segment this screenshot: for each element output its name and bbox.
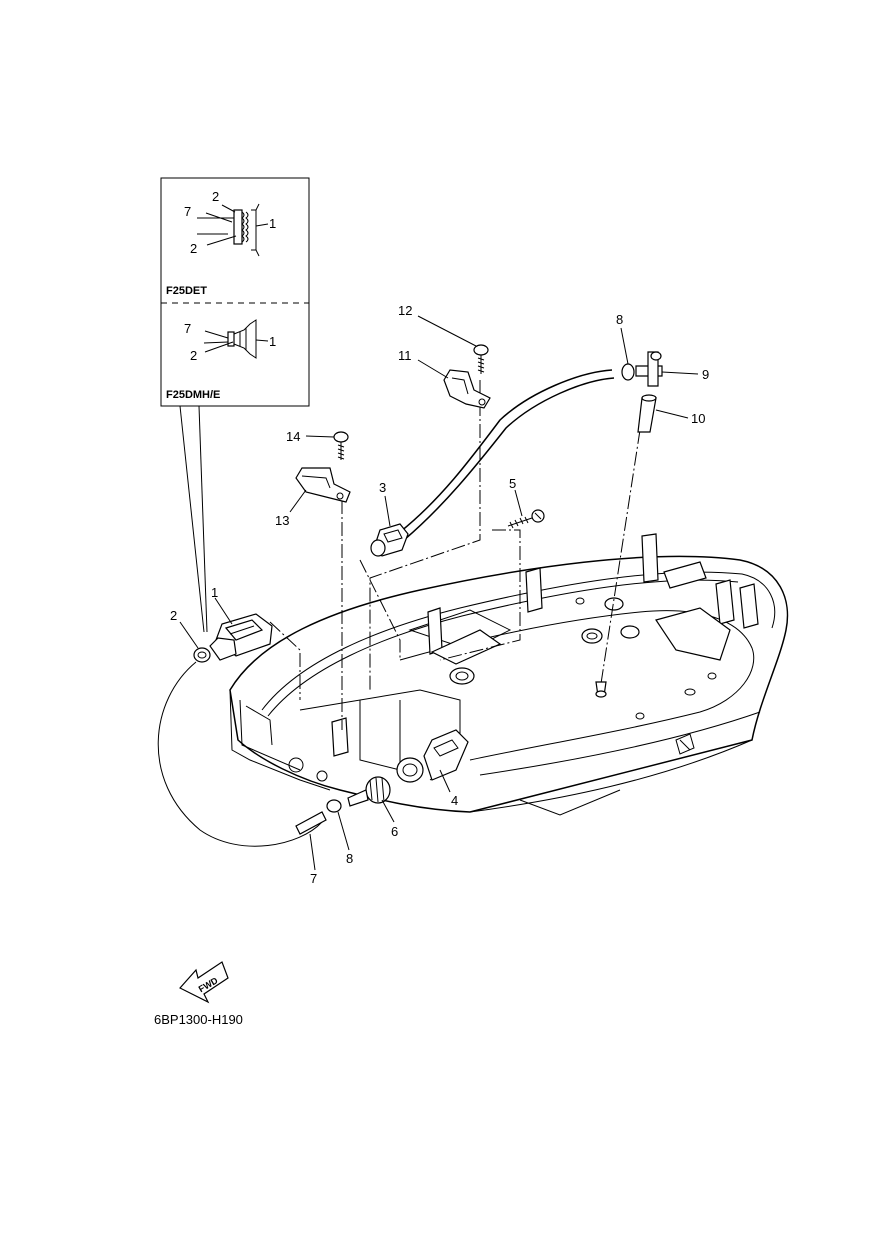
callout-13: 13 [275, 513, 289, 528]
callout-3: 3 [379, 480, 386, 495]
inset-leader-left [179, 405, 205, 633]
part-1-grommet [209, 613, 273, 661]
callout-10: 10 [691, 411, 705, 426]
part-6-fitting [347, 776, 391, 807]
part-10-hose [637, 394, 657, 433]
part-4-fitting [396, 729, 469, 783]
part-9-joint [635, 351, 663, 387]
variant-label-f25dmhe: F25DMH/E [166, 389, 220, 401]
part-11-clamp [443, 369, 491, 409]
inset-top-callout-2b: 2 [190, 241, 197, 256]
inset-bottom-callout-7: 7 [184, 321, 191, 336]
callout-5: 5 [509, 476, 516, 491]
inset-bottom-callout-2: 2 [190, 348, 197, 363]
part-12-bolt [473, 344, 489, 374]
part-5-screw [507, 509, 545, 529]
callout-6: 6 [391, 824, 398, 839]
callout-11: 11 [398, 348, 412, 363]
callout-4: 4 [451, 793, 458, 808]
part-13-bracket [295, 467, 351, 503]
callout-2: 2 [170, 608, 177, 623]
callout-leaders [179, 315, 699, 871]
inset-top-callout-1: 1 [269, 216, 276, 231]
callout-7: 7 [310, 871, 317, 886]
inset-top-callout-7: 7 [184, 204, 191, 219]
part-8-clip-lower [326, 799, 342, 813]
callout-14: 14 [286, 429, 300, 444]
inset-bottom-callout-1: 1 [269, 334, 276, 349]
callout-8-upper: 8 [616, 312, 623, 327]
fwd-arrow-icon: FWD [179, 961, 229, 1004]
part-7-hose [295, 811, 327, 835]
part-8-clip-upper [621, 363, 635, 381]
part-3-grommet [370, 523, 409, 557]
variant-label-f25det: F25DET [166, 285, 207, 297]
part-14-bolt [333, 431, 349, 460]
inset-bottom-detail [203, 319, 269, 359]
part-2-clip [193, 647, 211, 663]
hose-nipple [595, 681, 607, 698]
inset-frame [160, 177, 310, 407]
callout-1: 1 [211, 585, 218, 600]
inset-top-detail [197, 203, 269, 257]
hose-routing [157, 369, 641, 847]
variant-inset: 2 7 1 2 F25DET 7 1 2 F25DMH/E [160, 177, 310, 633]
callout-8-lower: 8 [346, 851, 353, 866]
diagram-code: 6BP1300-H190 [154, 1012, 243, 1027]
callout-9: 9 [702, 367, 709, 382]
bottom-cowling [229, 533, 789, 816]
inset-top-callout-2a: 2 [212, 189, 219, 204]
callout-12: 12 [398, 303, 412, 318]
inset-leader-right [198, 405, 208, 633]
